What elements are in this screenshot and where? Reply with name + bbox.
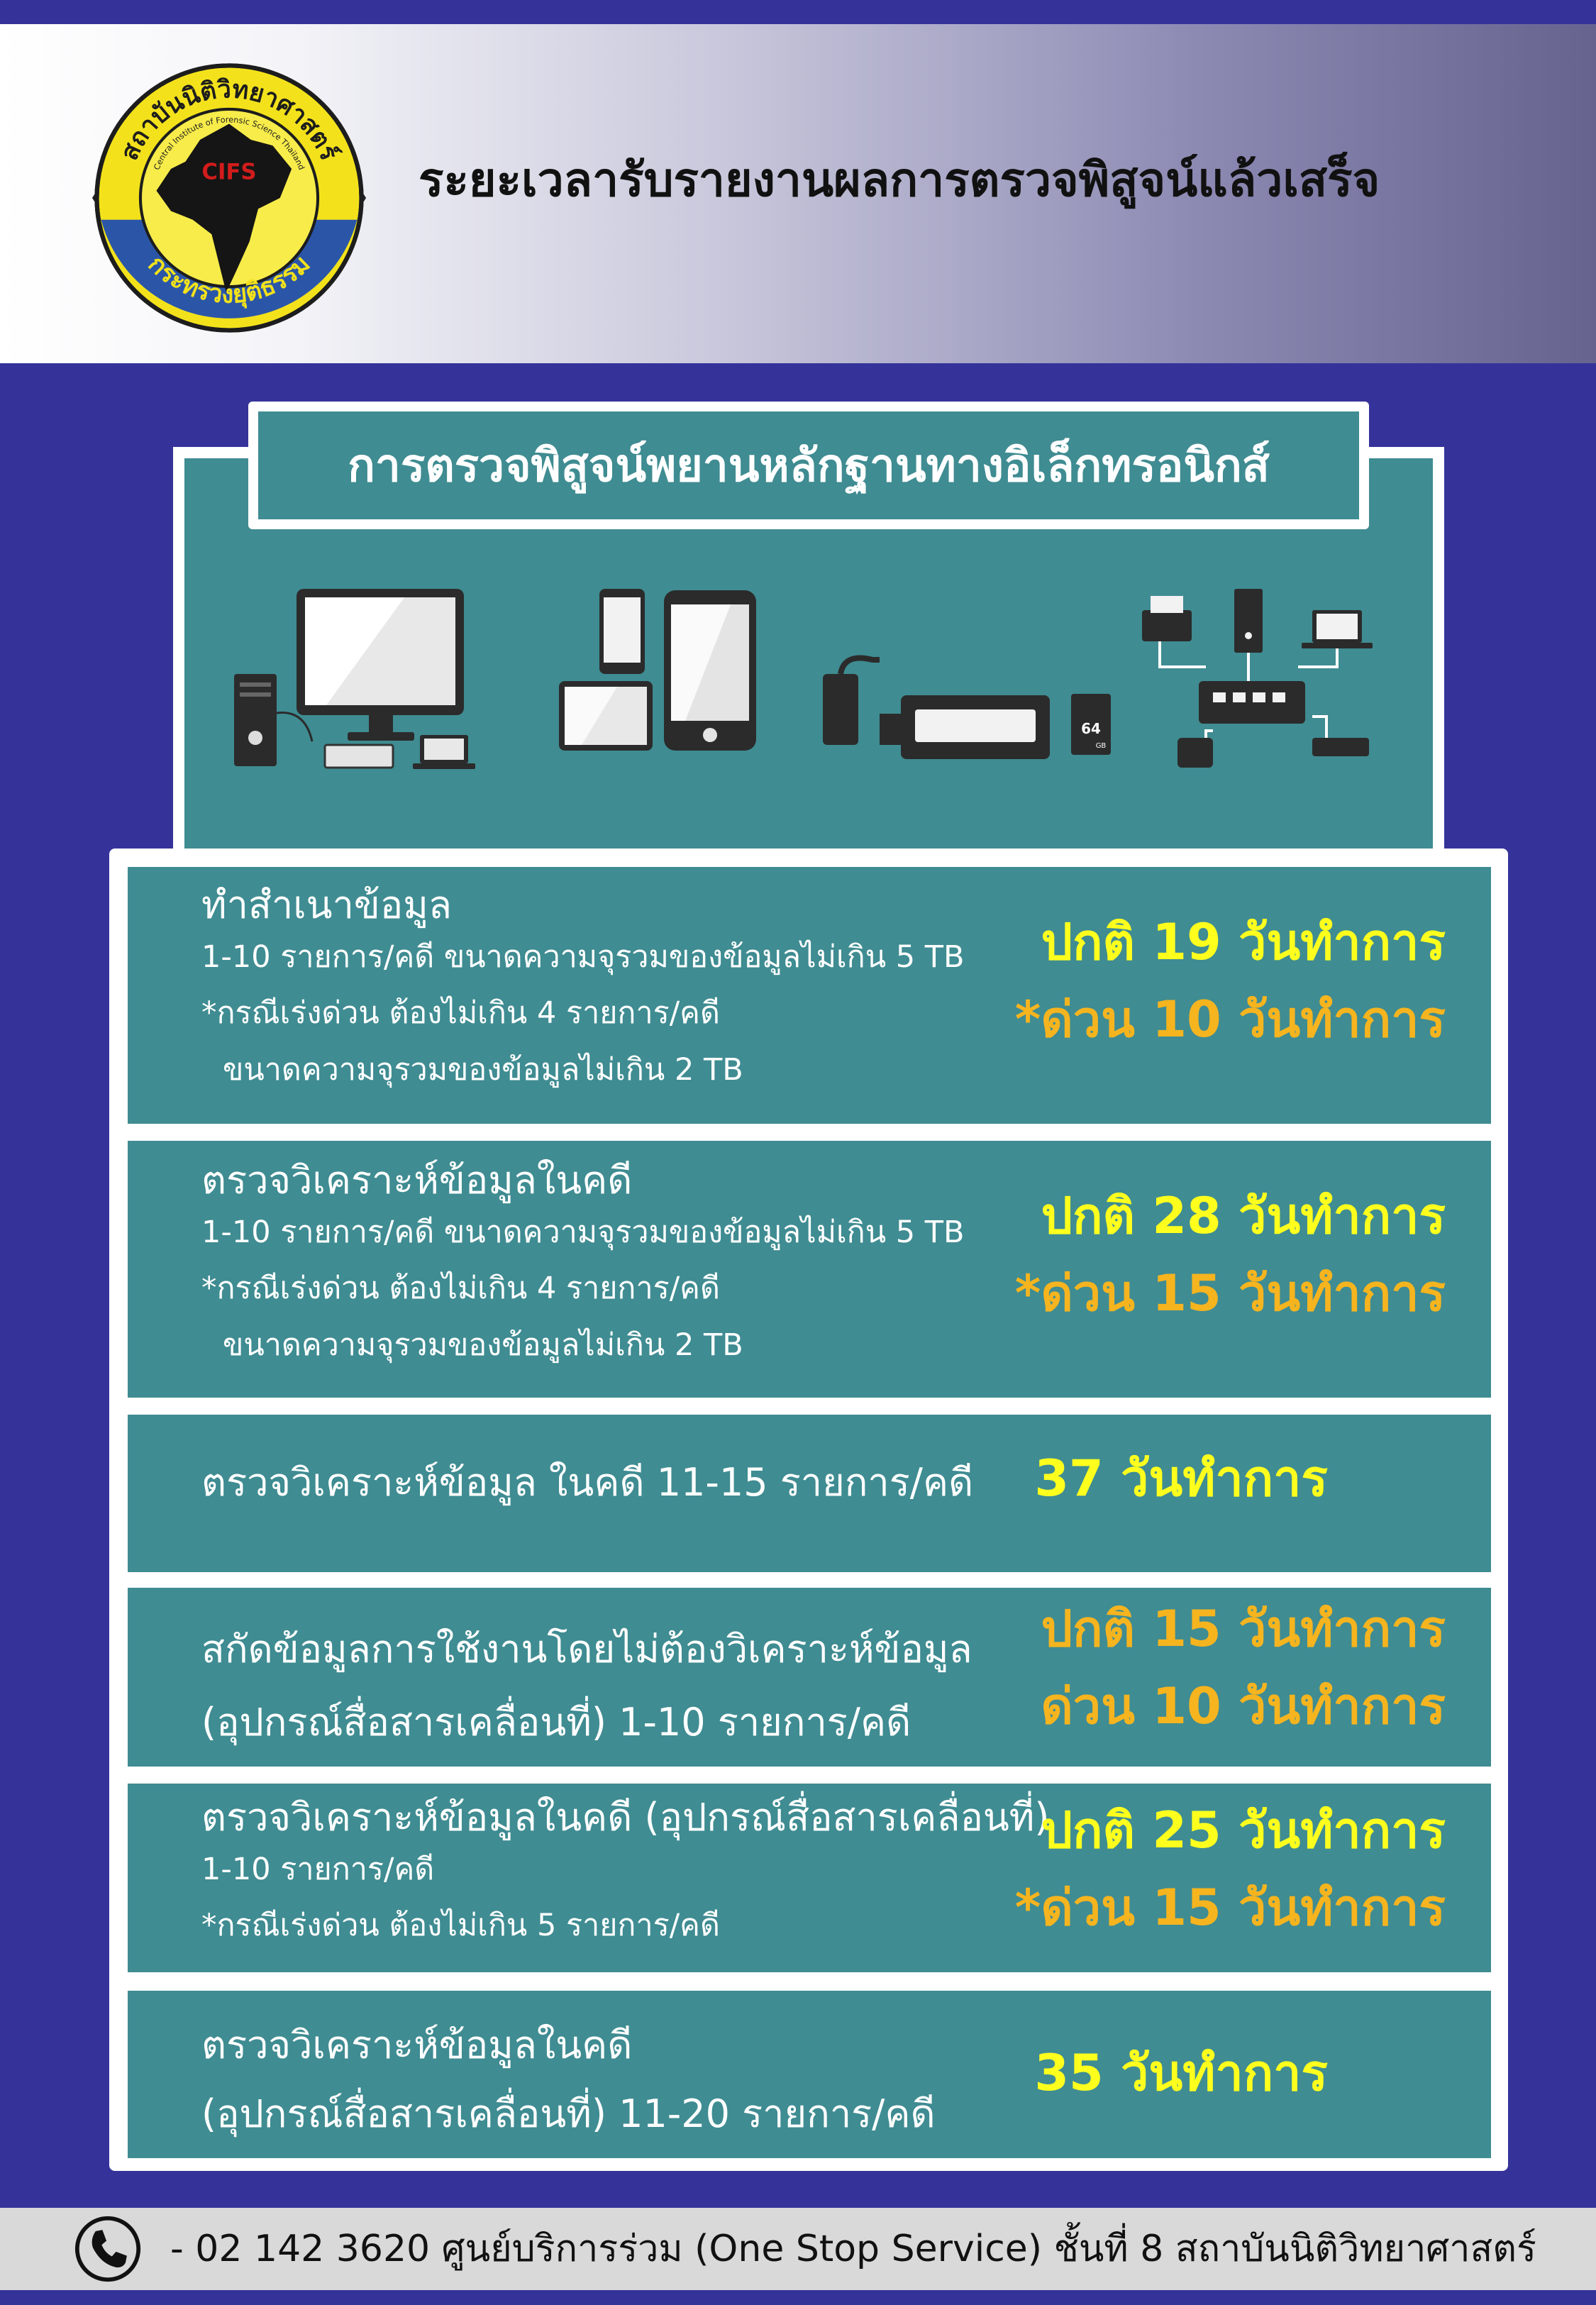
service-title: ตรวจวิเคราะห์ข้อมูลในคดี (201, 1158, 633, 1203)
service-title: สกัดข้อมูลการใช้งานโดยไม่ต้องวิเคราะห์ข้… (201, 1627, 972, 1671)
service-detail: ขนาดความจุรวมของข้อมูลไม่เกิน 2 TB (223, 1327, 743, 1363)
sd-card-unit: GB (1096, 742, 1107, 750)
service-title: ตรวจวิเคราะห์ข้อมูล ในคดี 11-15 รายการ/ค… (201, 1460, 974, 1505)
service-detail: ขนาดความจุรวมของข้อมูลไม่เกิน 2 TB (223, 1051, 743, 1088)
phone-icon (74, 2216, 141, 2282)
page-title: ระยะเวลารับรายงานผลการตรวจพิสูจน์แล้วเสร… (419, 153, 1380, 207)
service-title-line2: (อุปกรณ์สื่อสารเคลื่อนที่) 1-10 รายการ/ค… (201, 1699, 911, 1745)
mobile-devices-icon (559, 589, 756, 751)
service-row-mobile-analysis-large: ตรวจวิเคราะห์ข้อมูลในคดี (อุปกรณ์สื่อสาร… (128, 1991, 1491, 2158)
urgent-duration: *ด่วน 15 วันทำการ (1014, 1264, 1446, 1322)
normal-duration: ปกติ 19 วันทำการ (1041, 913, 1446, 971)
urgent-duration: ด่วน 10 วันทำการ (1041, 1676, 1446, 1735)
logo-cifs-text: CIFS (201, 159, 256, 184)
service-title: ตรวจวิเคราะห์ข้อมูลในคดี (อุปกรณ์สื่อสาร… (201, 1795, 1050, 1840)
normal-duration: ปกติ 25 วันทำการ (1041, 1801, 1446, 1859)
service-detail: 1-10 รายการ/คดี (201, 1851, 435, 1887)
urgent-duration: *ด่วน 15 วันทำการ (1014, 1878, 1446, 1937)
service-row-mobile-extraction: สกัดข้อมูลการใช้งานโดยไม่ต้องวิเคราะห์ข้… (128, 1588, 1491, 1767)
service-detail: 1-10 รายการ/คดี ขนาดความจุรวมของข้อมูลไม… (201, 939, 965, 975)
service-title: ตรวจวิเคราะห์ข้อมูลในคดี (201, 2023, 633, 2067)
network-devices-icon (1158, 639, 1339, 752)
cifs-logo: CIFS สถาบันนิติวิทยาศาสตร์ กระทรวงยุติธร… (92, 63, 367, 333)
section-title-box: การตรวจพิสูจน์พยานหลักฐานทางอิเล็กทรอนิก… (248, 402, 1369, 529)
service-detail: *กรณีเร่งด่วน ต้องไม่เกิน 4 รายการ/คดี (201, 1271, 720, 1307)
section-title: การตรวจพิสูจน์พยานหลักฐานทางอิเล็กทรอนิก… (348, 440, 1270, 492)
device-icons: 64 GB (234, 589, 1373, 769)
service-row-case-analysis-large: ตรวจวิเคราะห์ข้อมูล ในคดี 11-15 รายการ/ค… (128, 1415, 1491, 1572)
service-title: ทำสำเนาข้อมูล (201, 883, 452, 927)
sd-card-label: 64 (1081, 720, 1101, 737)
normal-duration: ปกติ 15 วันทำการ (1041, 1600, 1446, 1658)
service-row-case-analysis: ตรวจวิเคราะห์ข้อมูลในคดี 1-10 รายการ/คดี… (128, 1141, 1491, 1398)
service-row-data-copy: ทำสำเนาข้อมูล 1-10 รายการ/คดี ขนาดความจุ… (128, 867, 1491, 1124)
normal-duration: 37 วันทำการ (1034, 1449, 1328, 1508)
urgent-duration: *ด่วน 10 วันทำการ (1014, 990, 1446, 1049)
contact-text: - 02 142 3620 ศูนย์บริการร่วม (One Stop … (170, 2228, 1536, 2270)
service-detail: *กรณีเร่งด่วน ต้องไม่เกิน 4 รายการ/คดี (201, 995, 720, 1032)
service-title-line2: (อุปกรณ์สื่อสารเคลื่อนที่) 11-20 รายการ/… (201, 2091, 936, 2137)
normal-duration: 35 วันทำการ (1034, 2044, 1328, 2102)
header-banner: CIFS สถาบันนิติวิทยาศาสตร์ กระทรวงยุติธร… (0, 24, 1596, 363)
contact-footer: - 02 142 3620 ศูนย์บริการร่วม (One Stop … (0, 2208, 1596, 2290)
desktop-computer-icon (234, 589, 475, 769)
service-row-mobile-analysis: ตรวจวิเคราะห์ข้อมูลในคดี (อุปกรณ์สื่อสาร… (128, 1784, 1491, 1972)
service-detail: *กรณีเร่งด่วน ต้องไม่เกิน 5 รายการ/คดี (201, 1908, 720, 1944)
storage-devices-icon: 64 GB (823, 655, 1111, 759)
service-detail: 1-10 รายการ/คดี ขนาดความจุรวมของข้อมูลไม… (201, 1214, 965, 1250)
normal-duration: ปกติ 28 วันทำการ (1041, 1187, 1446, 1245)
